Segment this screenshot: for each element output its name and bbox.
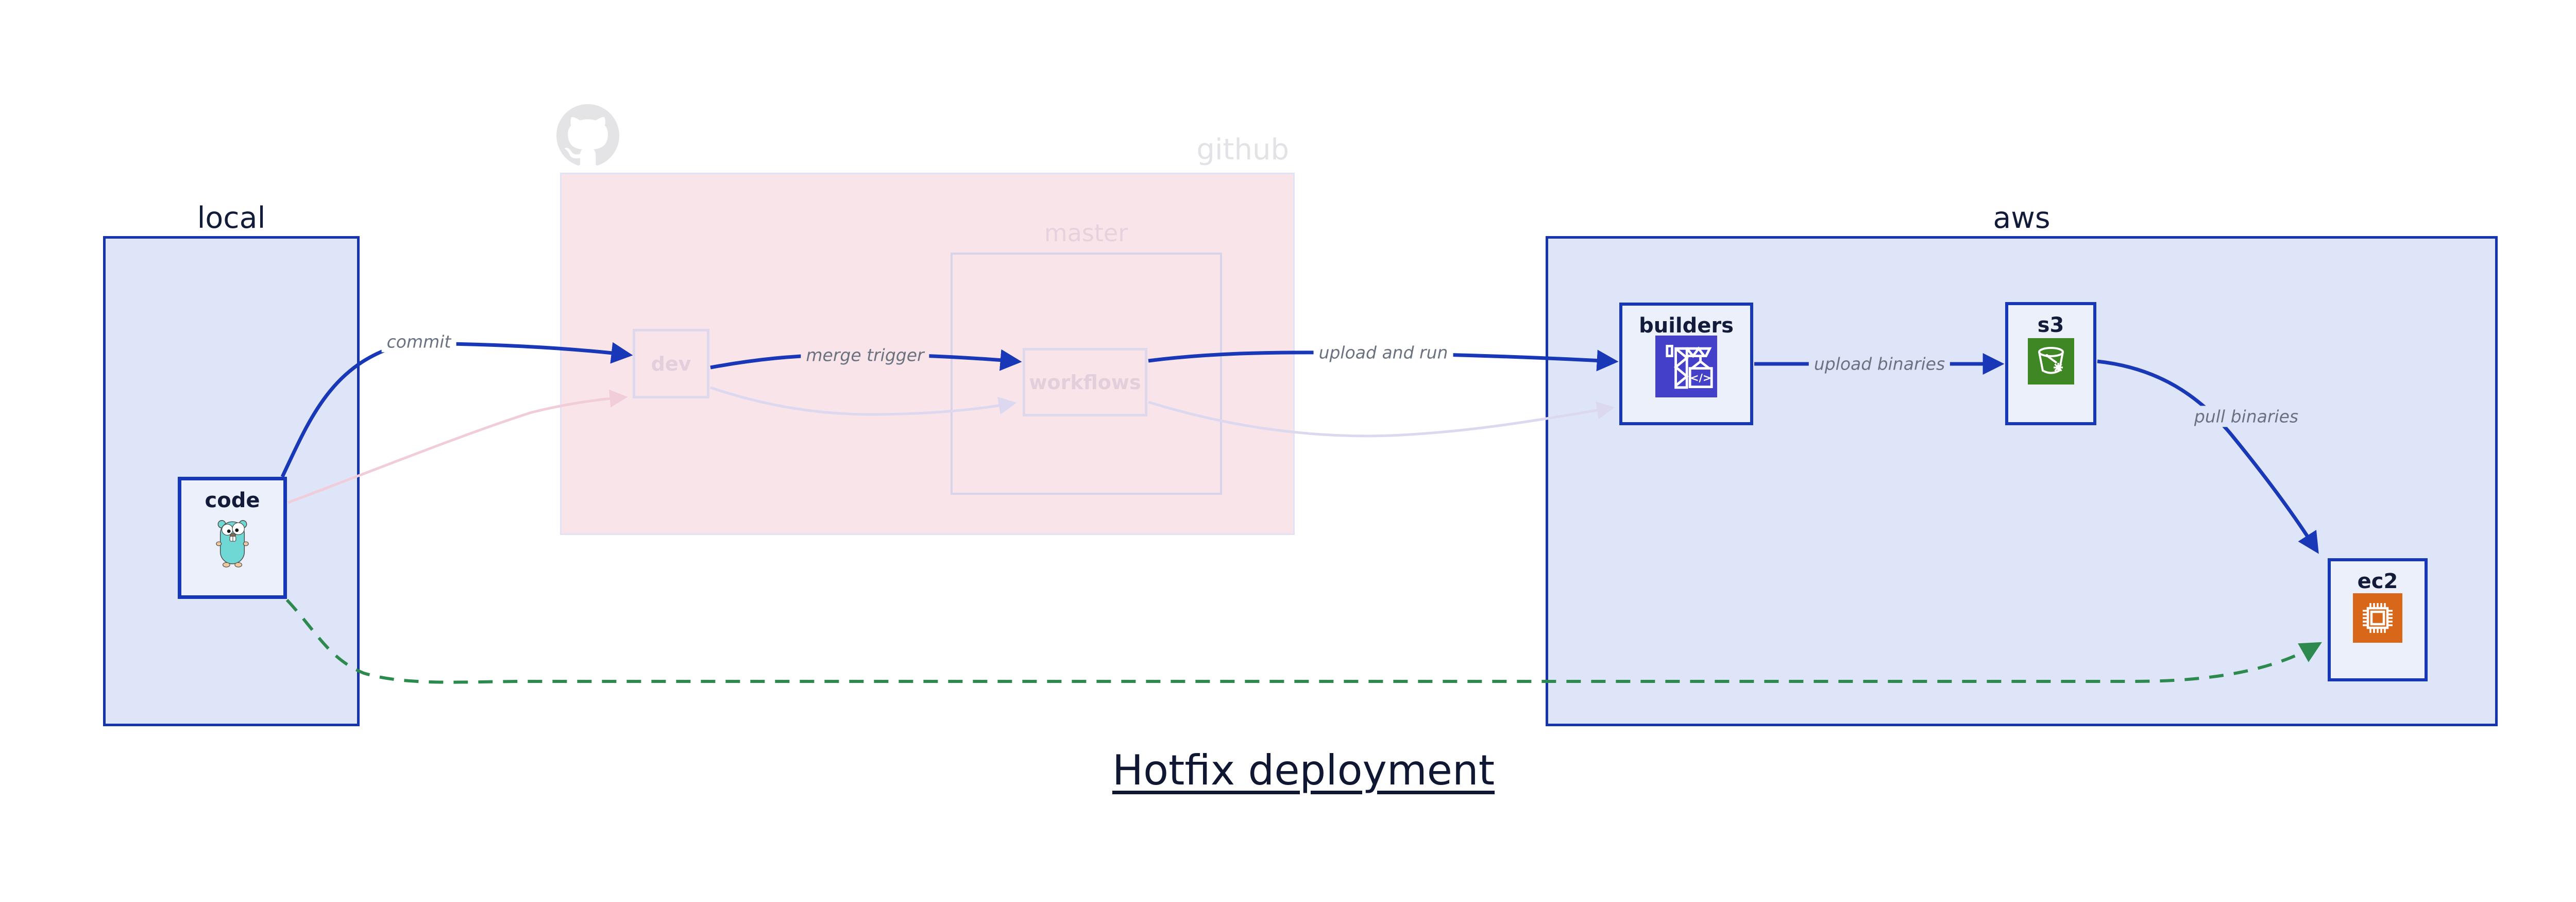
- node-workflows: workflows: [1023, 348, 1147, 416]
- go-gopher-icon: [216, 520, 249, 567]
- node-builders-label: builders: [1639, 314, 1734, 338]
- node-builders: builders </>: [1619, 303, 1753, 425]
- edge-pull-binaries-label: pull binaries: [2189, 406, 2304, 427]
- node-workflows-label: workflows: [1029, 371, 1141, 394]
- group-aws-label: aws: [1993, 201, 2050, 235]
- diagram-title: Hotfix deployment: [1112, 746, 1495, 794]
- edge-upload-binaries-label: upload binaries: [1808, 353, 1951, 375]
- edge-upload-and-run-label: upload and run: [1313, 342, 1453, 363]
- group-local-label: local: [197, 201, 266, 235]
- edge-commit-label: commit: [381, 331, 456, 353]
- subgroup-master-label: master: [1044, 219, 1128, 247]
- aws-s3-glacier-icon: [2027, 338, 2074, 385]
- node-code-label: code: [205, 489, 260, 512]
- node-ec2-label: ec2: [2357, 570, 2398, 593]
- svg-text:</>: </>: [1690, 372, 1711, 384]
- aws-ec2-icon: [2353, 593, 2402, 643]
- aws-codebuild-icon: </>: [1655, 336, 1717, 397]
- node-dev-label: dev: [651, 352, 691, 375]
- node-code: code: [178, 477, 287, 599]
- node-s3-label: s3: [2037, 313, 2064, 337]
- edge-merge-trigger-label: merge trigger: [801, 344, 929, 366]
- node-dev: dev: [633, 329, 709, 398]
- github-octocat-icon: [556, 104, 619, 165]
- node-ec2: ec2: [2328, 558, 2428, 681]
- github-watermark-label: github: [1196, 133, 1289, 166]
- node-s3: s3: [2005, 302, 2096, 425]
- subgroup-master: [951, 253, 1222, 495]
